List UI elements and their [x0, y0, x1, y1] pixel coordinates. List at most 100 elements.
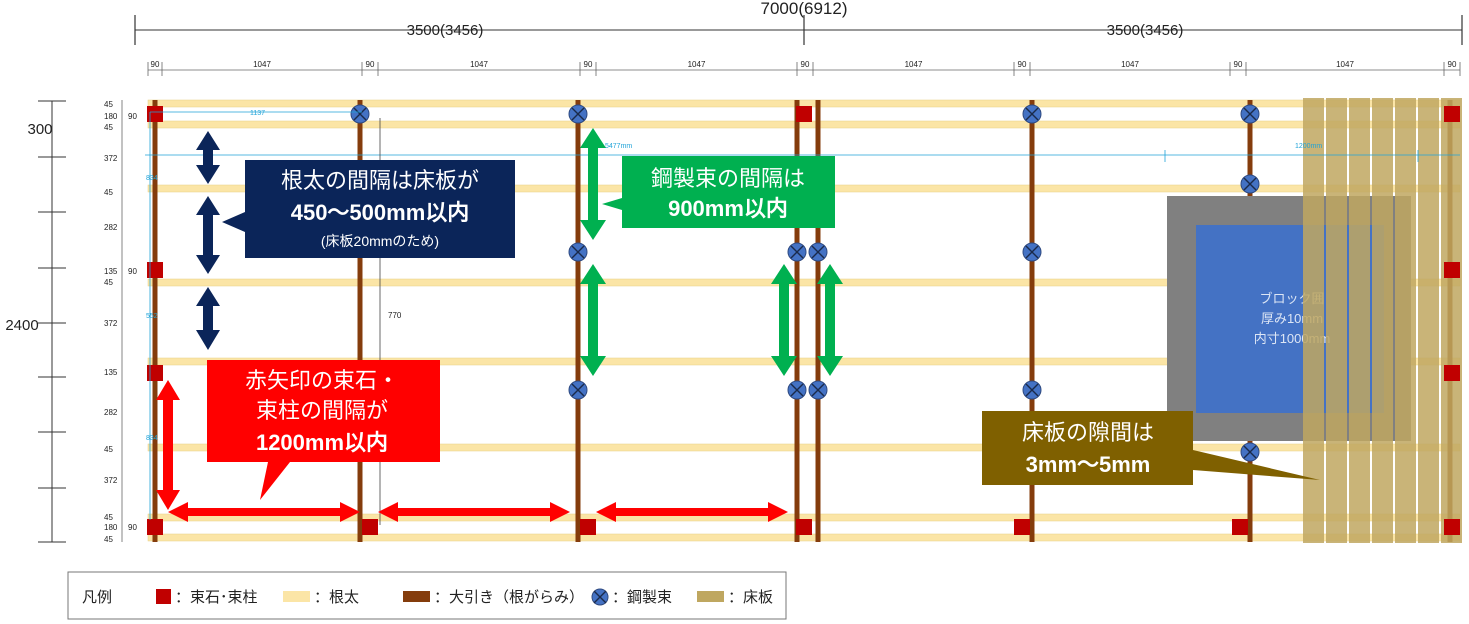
foundation-post-9: [1232, 519, 1248, 535]
dim-770: 770: [388, 311, 402, 320]
dim-5477: 5477mm: [605, 143, 632, 150]
row-height-1: 180: [104, 112, 118, 121]
callout-joist-line1: 根太の間隔は床板が: [281, 168, 479, 193]
foundation-post-7: [796, 519, 812, 535]
row-height-14: 372: [104, 476, 118, 485]
column-width-7: 1047: [905, 60, 923, 69]
row-height-18: 45: [104, 535, 113, 544]
dim-2400: 2400: [5, 317, 38, 334]
dim-300: 300: [27, 121, 52, 138]
foundation-posts: [147, 106, 1460, 535]
dim-834-top: 834: [146, 175, 158, 182]
column-width-11: 1047: [1336, 60, 1354, 69]
beam-4: [815, 100, 821, 542]
foundation-post-11: [1444, 262, 1460, 278]
legend-item-floor: ：床板: [728, 588, 773, 606]
floorboard-swatch-icon: [697, 591, 724, 602]
foundation-post-12: [1444, 365, 1460, 381]
callout-red-line3: 1200mm以内: [256, 430, 388, 455]
beam-0: [152, 100, 158, 542]
callout-steel-line2: 900mm以内: [668, 196, 788, 221]
row-height-17: 90: [128, 523, 137, 532]
joist-0: [147, 99, 1461, 108]
row-height-9: 45: [104, 278, 113, 287]
dim-552: 552: [146, 313, 158, 320]
steel-post-1: [568, 104, 588, 124]
foundation-post-1: [147, 262, 163, 278]
column-width-9: 1047: [1121, 60, 1139, 69]
row-height-15: 45: [104, 513, 113, 522]
steel-post-icon: [591, 588, 609, 606]
floorboards: [1303, 98, 1462, 543]
callout-gap: 床板の隙間は 3mm〜5mm: [982, 411, 1320, 485]
dim-834-bottom: 834: [146, 435, 158, 442]
beam-5: [1029, 100, 1035, 542]
legend: 凡例 ：束石･束柱 ：根太 ：大引き（根がらみ） ：鋼製束 ：床板: [67, 571, 787, 620]
row-height-11: 135: [104, 368, 118, 377]
dim-1137: 1137: [250, 110, 265, 117]
callout-gap-line2: 3mm〜5mm: [1026, 452, 1151, 477]
foundation-post-3: [147, 519, 163, 535]
row-height-4: 372: [104, 154, 118, 163]
steel-post-8: [1022, 242, 1042, 262]
foundation-post-13: [1444, 519, 1460, 535]
legend-item-beam: ：大引き（根がらみ）: [434, 589, 584, 606]
legend-item-post: ：束石･束柱: [175, 589, 258, 606]
beam-2: [575, 100, 581, 542]
column-width-4: 90: [584, 60, 593, 69]
callout-joist: 根太の間隔は床板が 450〜500mm以内 (床板20mmのため): [222, 160, 515, 258]
green-arrows: [580, 128, 843, 376]
beam-swatch-icon: [403, 591, 430, 602]
column-width-3: 1047: [470, 60, 488, 69]
row-height-6: 282: [104, 223, 118, 232]
row-height-16: 180: [104, 523, 118, 532]
steel-post-10: [787, 380, 807, 400]
legend-title: 凡例: [82, 589, 112, 606]
floorboard-1: [1326, 98, 1347, 543]
foundation-post-6: [796, 106, 812, 122]
floorboard-4: [1395, 98, 1416, 543]
steel-post-5: [568, 242, 588, 262]
block-enclosure: ブロック囲 厚み10mm 内寸1000mm: [1167, 196, 1411, 441]
navy-arrows: [196, 131, 220, 350]
floorboard-2: [1349, 98, 1370, 543]
column-width-5: 1047: [688, 60, 706, 69]
row-height-12: 282: [104, 408, 118, 417]
callout-joist-line3: (床板20mmのため): [321, 233, 439, 249]
steel-post-2: [1022, 104, 1042, 124]
row-height-3: 45: [104, 123, 113, 132]
steel-post-11: [808, 380, 828, 400]
legend-item-joist: ：根太: [314, 589, 359, 606]
column-width-12: 90: [1448, 60, 1457, 69]
steel-post-6: [787, 242, 807, 262]
legend-item-steel: ：鋼製束: [612, 589, 672, 606]
row-height-5: 45: [104, 188, 113, 197]
callout-gap-line1: 床板の隙間は: [1022, 420, 1154, 445]
callout-red-line2: 束柱の間隔が: [256, 398, 388, 423]
foundation-post-4: [362, 519, 378, 535]
red-arrows: [156, 380, 788, 522]
row-height-2: 90: [128, 112, 137, 121]
row-height-13: 45: [104, 445, 113, 454]
floorboard-6: [1441, 98, 1462, 543]
foundation-post-10: [1444, 106, 1460, 122]
steel-post-7: [808, 242, 828, 262]
steel-post-4: [1240, 174, 1260, 194]
steel-post-3: [1240, 104, 1260, 124]
dim-left-half: 3500(3456): [407, 22, 484, 39]
beam-3: [794, 100, 800, 542]
callout-steel-line1: 鋼製束の間隔は: [651, 166, 805, 191]
column-width-0: 90: [151, 60, 160, 69]
column-width-2: 90: [366, 60, 375, 69]
joist-swatch-icon: [283, 591, 310, 602]
dim-right-half: 3500(3456): [1107, 22, 1184, 39]
steel-posts: [350, 104, 1260, 462]
joist-1: [147, 120, 1461, 129]
dim-total: 7000(6912): [761, 0, 848, 18]
floorboard-3: [1372, 98, 1393, 543]
steel-post-12: [1022, 380, 1042, 400]
row-height-0: 45: [104, 100, 113, 109]
foundation-post-8: [1014, 519, 1030, 535]
